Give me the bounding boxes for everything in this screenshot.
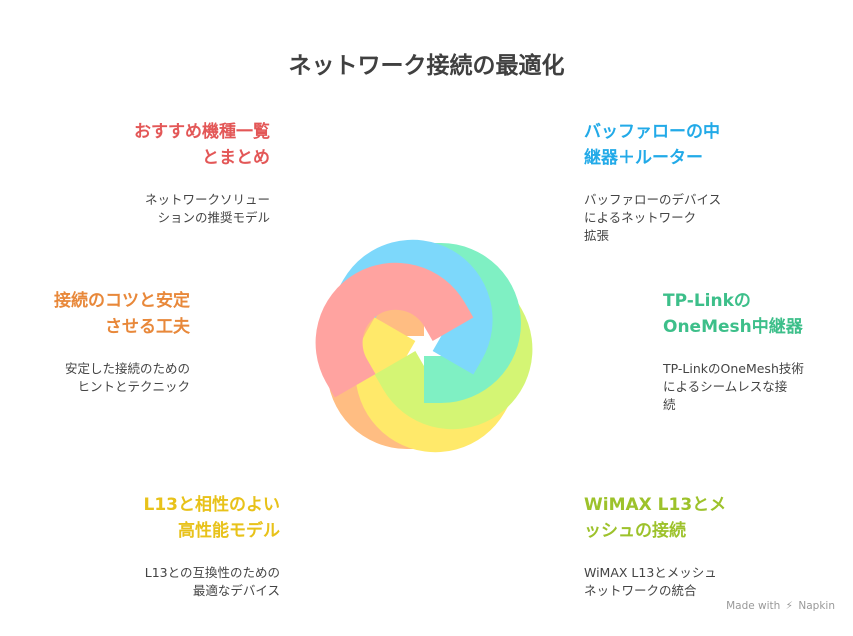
item-tplink: TP-Linkの OneMesh中継器 TP-LinkのOneMesh技術 によ… [663,288,853,414]
item-description: ネットワークソリュー ションの推奨モデル [144,192,270,225]
item-description: WiMAX L13とメッシュ ネットワークの統合 [584,565,717,598]
item-description: 安定した接続のための ヒントとテクニック [64,361,190,394]
napkin-credit[interactable]: Made with ⚡ Napkin [726,600,835,612]
item-description: L13との互換性のための 最適なデバイス [144,565,280,598]
item-heading: WiMAX L13とメ ッシュの接続 [584,495,727,541]
item-heading: L13と相性のよい 高性能モデル [143,495,281,541]
item-description: バッファローのデバイス によるネットワーク 拡張 [584,192,722,243]
item-recommended-models: おすすめ機種一覧 とまとめ ネットワークソリュー ションの推奨モデル [0,119,270,227]
page-title: ネットワーク接続の最適化 [288,53,565,79]
item-heading: TP-Linkの OneMesh中継器 [663,291,803,337]
item-description: TP-LinkのOneMesh技術 によるシームレスな接 続 [663,361,804,412]
item-heading: おすすめ機種一覧 とまとめ [134,122,270,168]
item-l13-compatible: L13と相性のよい 高性能モデル L13との互換性のための 最適なデバイス [0,492,281,600]
item-heading: 接続のコツと安定 させる工夫 [54,291,190,337]
item-heading: バッファローの中 継器＋ルーター [584,122,720,168]
item-connection-tips: 接続のコツと安定 させる工夫 安定した接続のための ヒントとテクニック [0,288,190,396]
made-with-label: Made with [726,600,781,612]
brand-label: Napkin [798,600,835,612]
item-wimax: WiMAX L13とメ ッシュの接続 WiMAX L13とメッシュ ネットワーク… [584,492,853,600]
item-buffalo: バッファローの中 継器＋ルーター バッファローのデバイス によるネットワーク 拡… [584,119,853,245]
napkin-logo-icon: ⚡ [785,600,794,612]
